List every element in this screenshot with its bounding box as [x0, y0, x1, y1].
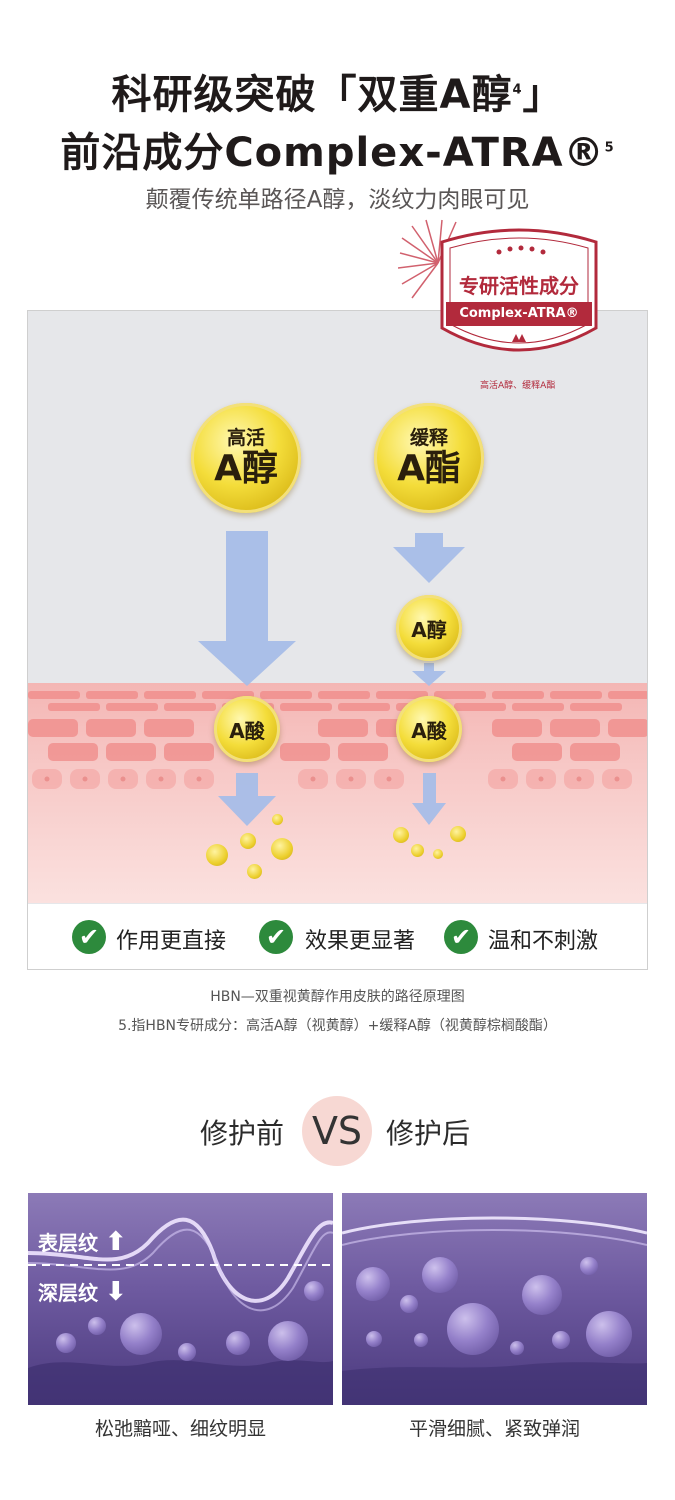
bubble — [356, 1267, 390, 1301]
after-panel — [342, 1193, 647, 1405]
burst-decoration — [398, 219, 457, 299]
bubble — [366, 1331, 382, 1347]
right-down-arrow-top — [393, 533, 465, 583]
page-title-line2: 前沿成分Complex-ATRA®5 — [0, 120, 675, 178]
particle-dot — [206, 844, 228, 866]
footnote-caption: 5.指HBN专研成分：高活A醇（视黄醇）+缓释A醇（视黄醇棕榈酸酯） — [118, 1018, 557, 1034]
absorption-arrows — [198, 531, 465, 826]
after-caption: 平滑细腻、紧致弹润 — [408, 1418, 580, 1440]
acid-left-label: A酸 — [229, 718, 265, 743]
ingredient-badge: 专研活性成分 Complex-ATRA® — [432, 222, 606, 368]
bubble — [268, 1321, 308, 1361]
bubble — [120, 1313, 162, 1355]
deep-wrinkle-label: 深层纹 ⬇ — [38, 1277, 127, 1307]
particle-dot — [450, 826, 466, 842]
coin-mid-retinol: A醇 — [396, 595, 462, 661]
check-icon: ✔ — [444, 920, 478, 954]
bubble — [580, 1257, 598, 1275]
wrinkle-wave-graphic — [28, 1217, 333, 1405]
particle-dot — [272, 814, 283, 825]
badge-ribbon: Complex-ATRA® — [446, 302, 592, 326]
check-icon: ✔ — [72, 920, 106, 954]
acid-right-label: A酸 — [411, 718, 447, 743]
coin-acid-right: A酸 — [396, 696, 462, 762]
bubble — [447, 1303, 499, 1355]
deep-wrinkle-text: 深层纹 — [38, 1281, 98, 1305]
coin-acid-left: A酸 — [214, 696, 280, 762]
pathway-diagram: 高活 A醇 缓释 A酯 A醇 A酸 A酸 ✔ 作用更直接 ✔ 效果更显著 ✔ 温… — [27, 310, 648, 970]
surface-wrinkle-text: 表层纹 — [38, 1231, 98, 1255]
arrow-up-icon: ⬆ — [104, 1227, 127, 1257]
arrow-down-icon: ⬇ — [104, 1277, 127, 1307]
smooth-skin-graphic — [342, 1216, 647, 1405]
bubble — [56, 1333, 76, 1353]
particle-dot — [411, 844, 424, 857]
right-down-arrow-lower — [412, 773, 446, 825]
check-icon: ✔ — [259, 920, 293, 954]
particle-dot — [247, 864, 262, 879]
coin-right-bottom-label: A酯 — [397, 447, 461, 489]
bubble — [552, 1331, 570, 1349]
particle-dot — [433, 849, 443, 859]
bubble — [304, 1281, 324, 1301]
skin-cells-graphic — [28, 691, 647, 789]
bubble — [422, 1257, 458, 1293]
after-label: 修护后 — [386, 1117, 471, 1150]
bubble — [586, 1311, 632, 1357]
coin-right-top-label: 缓释 — [409, 426, 448, 449]
bubble — [522, 1275, 562, 1315]
particle-dot — [240, 833, 256, 849]
particle-dot — [393, 827, 409, 843]
skin-layer — [28, 683, 647, 903]
before-label: 修护前 — [200, 1117, 285, 1150]
bubble — [510, 1341, 524, 1355]
page-title-line1: 科研级突破「双重A醇4」 — [0, 62, 675, 120]
before-caption: 松弛黯哑、细纹明显 — [94, 1418, 266, 1440]
bubble — [414, 1333, 428, 1347]
right-down-arrow-small — [412, 663, 446, 686]
left-down-arrow-lower — [218, 773, 276, 826]
coin-high-active-retinol: 高活 A醇 — [191, 403, 301, 513]
bubble — [400, 1295, 418, 1313]
left-down-arrow-big — [198, 531, 296, 686]
subtitle: 颠覆传统单路径A醇，淡纹力肉眼可见 — [145, 187, 530, 213]
coin-left-bottom-label: A醇 — [214, 447, 278, 489]
bubble — [88, 1317, 106, 1335]
coin-slow-release-ester: 缓释 A酯 — [374, 403, 484, 513]
bubble — [226, 1331, 250, 1355]
badge-title: 专研活性成分 — [459, 274, 579, 298]
coin-left-top-label: 高活 — [226, 426, 265, 449]
before-panel: 表层纹 ⬆ 深层纹 ⬇ — [28, 1193, 333, 1405]
bubble — [178, 1343, 196, 1361]
title-footnote-4: 4 — [512, 82, 523, 98]
title-text-1: 科研级突破「双重A醇 — [111, 72, 513, 118]
particle-dot — [271, 838, 293, 860]
feature-direct: 作用更直接 — [116, 929, 227, 954]
coin-mid-label: A醇 — [411, 617, 447, 642]
features-bar — [28, 904, 647, 969]
feature-effective: 效果更显著 — [305, 929, 416, 954]
title-bracket-end: 」 — [522, 72, 564, 118]
badge-note: 高活A醇、缓释A酯 — [480, 381, 556, 391]
title-text-2: 前沿成分Complex-ATRA® — [60, 130, 605, 176]
surface-wrinkle-label: 表层纹 ⬆ — [38, 1227, 127, 1257]
feature-gentle: 温和不刺激 — [488, 929, 599, 954]
title-footnote-5: 5 — [604, 140, 615, 156]
diagram-caption: HBN—双重视黄醇作用皮肤的路径原理图 — [210, 989, 465, 1005]
vs-badge: VS — [302, 1096, 372, 1166]
